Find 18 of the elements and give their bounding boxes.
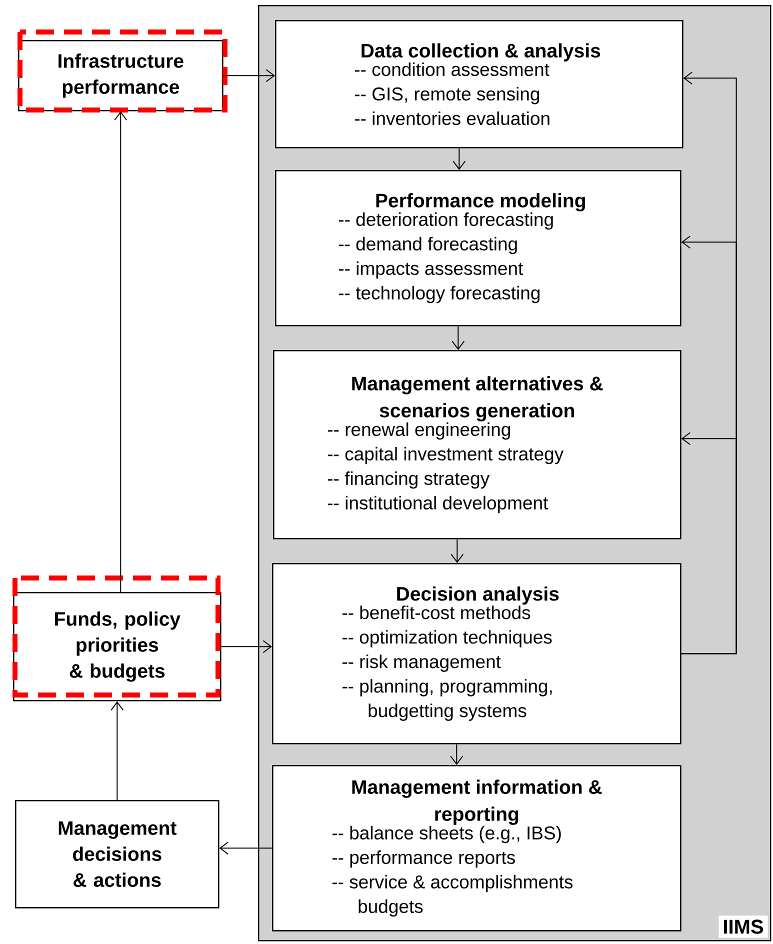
arrow [219, 842, 272, 855]
arrow [450, 538, 464, 563]
arrow [452, 326, 465, 350]
process-box: Management decisions & actions [15, 800, 220, 908]
arrow [452, 148, 466, 170]
process-box: Management alternatives & scenarios generation -- renewal engineering -- capital investment strategy -- financing strategy -- institutional development [273, 350, 682, 540]
process-box: Data collection & analysis -- condition assessment -- GIS, remote sensing -- inventories evaluation [275, 20, 684, 148]
arrow [220, 640, 272, 654]
process-box: Management information & reporting -- balance sheets (e.g., IBS) -- performance reports -- service & accomplishments budgets [272, 765, 682, 932]
arrow [680, 432, 737, 654]
arrow [110, 701, 124, 800]
process-box: Funds, policy priorities & budgets [13, 592, 222, 702]
process-box: Decision analysis -- benefit-cost methods -- optimization techniques -- risk management -- planning, programming, budgetting systems [272, 563, 682, 744]
process-box: Infrastructure performance [18, 40, 224, 112]
arrow [114, 111, 128, 592]
arrow [450, 744, 464, 766]
process-box: Performance modeling -- deterioration forecasting -- demand forecasting -- impacts assessment -- technology forecasting [275, 170, 682, 326]
arrow [222, 69, 275, 82]
